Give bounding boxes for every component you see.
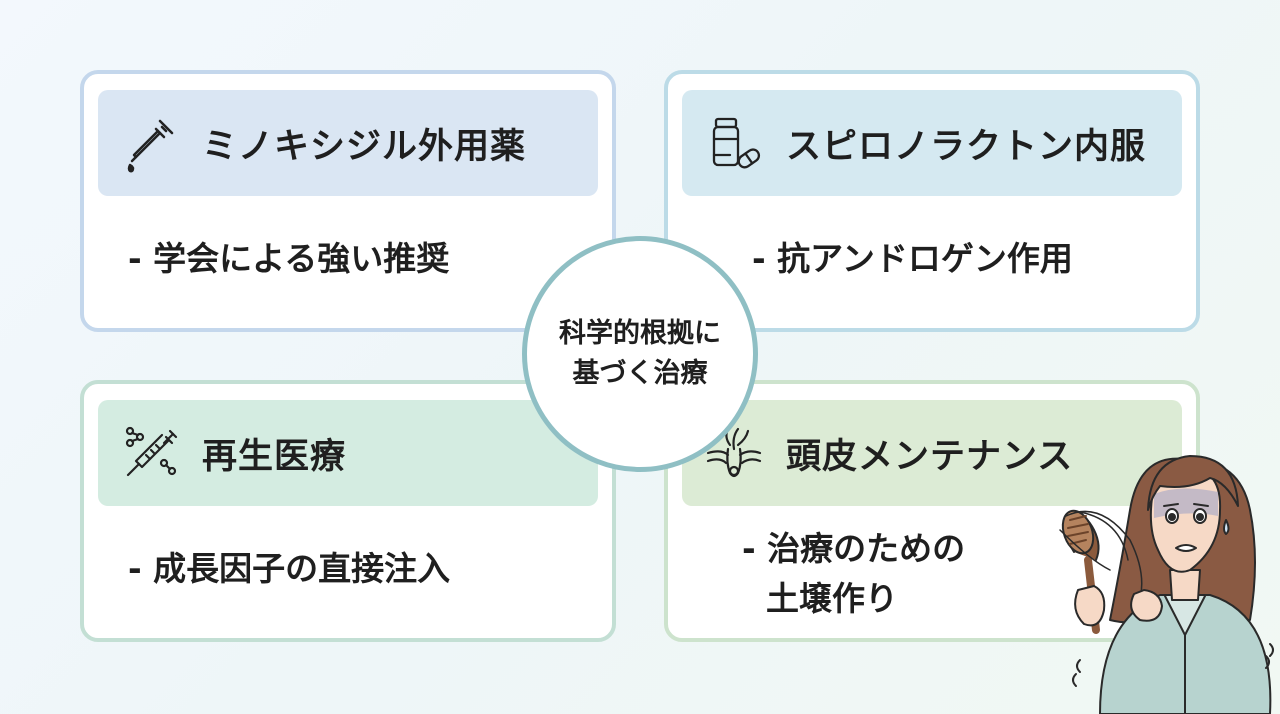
hair-follicle-icon	[706, 427, 762, 478]
treatment-card-scalp-care: 頭皮メンテナンス - 治療のための 土壌作り	[664, 380, 1200, 642]
card-title: スピロノラクトン内服	[786, 126, 1147, 167]
card-body-line: - 学会による強い推奨	[128, 239, 450, 278]
card-body-line: 土壌作り	[766, 579, 898, 618]
card-header: ミノキシジル外用薬	[98, 90, 598, 196]
treatment-card-regenerative: 再生医療 - 成長因子の直接注入	[80, 380, 616, 642]
card-title: ミノキシジル外用薬	[202, 126, 527, 167]
card-body: - 治療のための 土壌作り	[742, 524, 965, 624]
card-body: - 成長因子の直接注入	[128, 544, 450, 594]
card-body: - 学会による強い推奨	[128, 234, 449, 284]
card-body: - 抗アンドロゲン作用	[752, 234, 1073, 284]
center-title-line1: 科学的根拠に	[559, 318, 721, 349]
card-body-line: - 治療のための	[742, 529, 966, 568]
center-hub: 科学的根拠に 基づく治療	[522, 236, 758, 472]
card-header: スピロノラクトン内服	[682, 90, 1182, 196]
center-title-line2: 基づく治療	[572, 358, 708, 389]
card-body-line: - 成長因子の直接注入	[128, 549, 451, 588]
syringe-molecule-icon	[125, 426, 178, 477]
card-title: 頭皮メンテナンス	[786, 436, 1074, 477]
treatment-card-minoxidil: ミノキシジル外用薬 - 学会による強い推奨	[80, 70, 616, 332]
pill-bottle-icon	[712, 117, 761, 169]
card-header: 頭皮メンテナンス	[682, 400, 1182, 506]
card-body-line: - 抗アンドロゲン作用	[752, 239, 1073, 278]
card-title: 再生医療	[202, 436, 347, 477]
treatment-card-spironolactone: スピロノラクトン内服 - 抗アンドロゲン作用	[664, 70, 1200, 332]
card-header: 再生医療	[98, 400, 598, 506]
dropper-icon	[127, 119, 174, 173]
worried-woman-illustration	[1059, 455, 1274, 714]
